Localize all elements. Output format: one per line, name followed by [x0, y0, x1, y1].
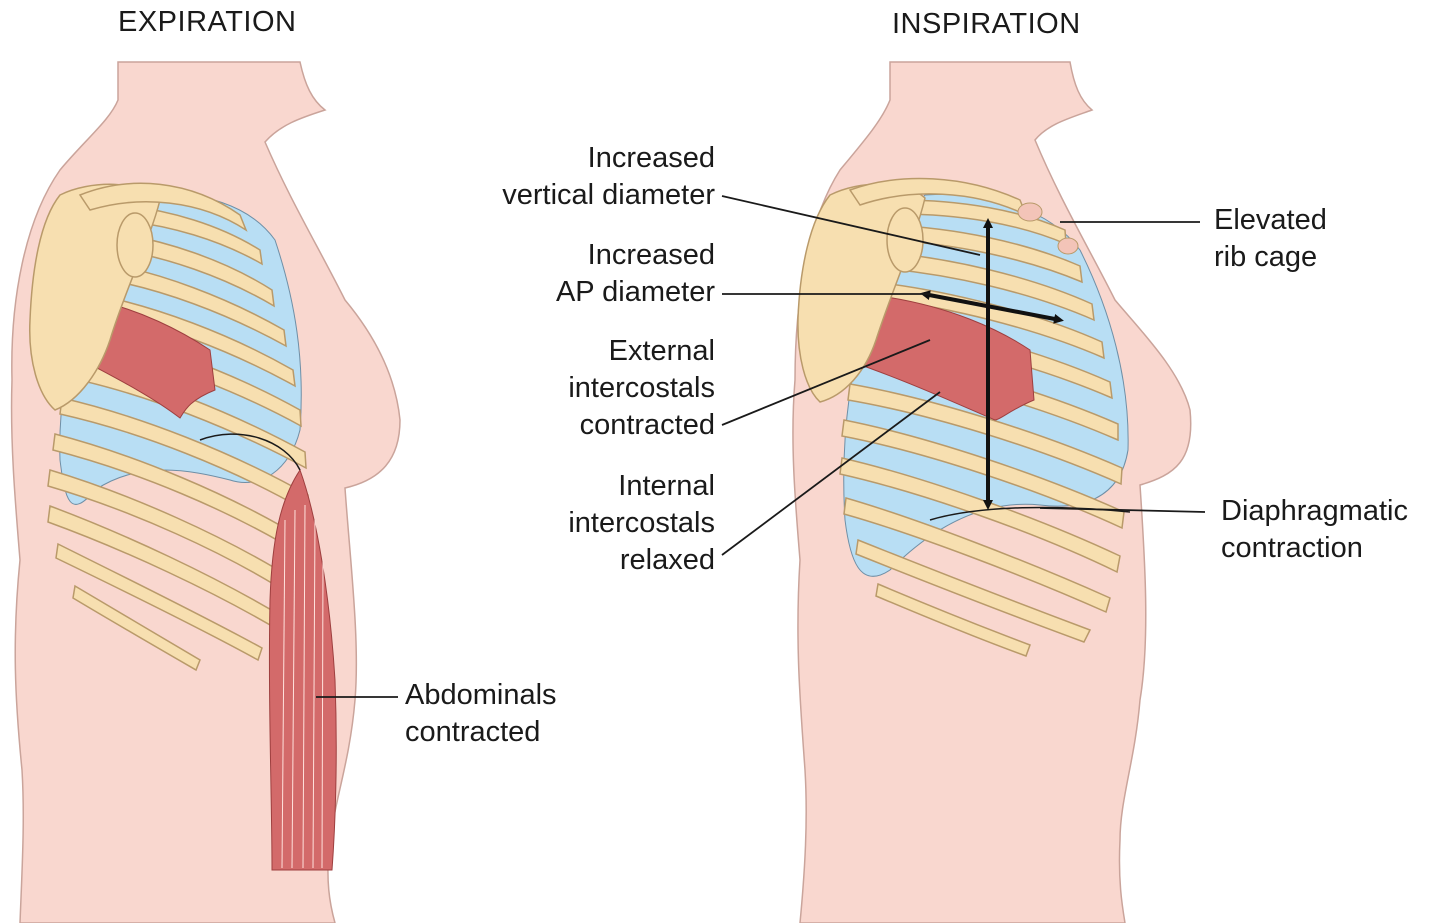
- label-external-intercostals: External intercostals contracted: [568, 333, 715, 444]
- expiration-title: EXPIRATION: [118, 6, 297, 39]
- label-ap-diameter: Increased AP diameter: [556, 237, 715, 311]
- label-abdominals-contracted: Abdominals contracted: [405, 677, 557, 751]
- label-line: contraction: [1221, 530, 1408, 567]
- label-line: contracted: [405, 714, 557, 751]
- label-line: Abdominals: [405, 677, 557, 714]
- label-line: intercostals: [568, 370, 715, 407]
- label-elevated-rib-cage: Elevated rib cage: [1214, 202, 1327, 276]
- inspiration-cartilage: [1018, 203, 1042, 221]
- label-line: vertical diameter: [502, 177, 715, 214]
- label-line: Increased: [556, 237, 715, 274]
- label-line: relaxed: [568, 542, 715, 579]
- inspiration-figure: [793, 62, 1191, 923]
- expiration-humeral-head: [117, 213, 153, 277]
- expiration-figure: [12, 62, 400, 923]
- label-internal-intercostals: Internal intercostals relaxed: [568, 468, 715, 579]
- label-line: Internal: [568, 468, 715, 505]
- label-line: External: [568, 333, 715, 370]
- label-line: Elevated: [1214, 202, 1327, 239]
- label-line: Diaphragmatic: [1221, 493, 1408, 530]
- label-line: AP diameter: [556, 274, 715, 311]
- label-diaphragmatic-contraction: Diaphragmatic contraction: [1221, 493, 1408, 567]
- label-line: contracted: [568, 407, 715, 444]
- label-line: rib cage: [1214, 239, 1327, 276]
- label-line: intercostals: [568, 505, 715, 542]
- inspiration-title: INSPIRATION: [892, 8, 1081, 41]
- inspiration-cartilage: [1058, 238, 1078, 254]
- label-vertical-diameter: Increased vertical diameter: [502, 140, 715, 214]
- label-line: Increased: [502, 140, 715, 177]
